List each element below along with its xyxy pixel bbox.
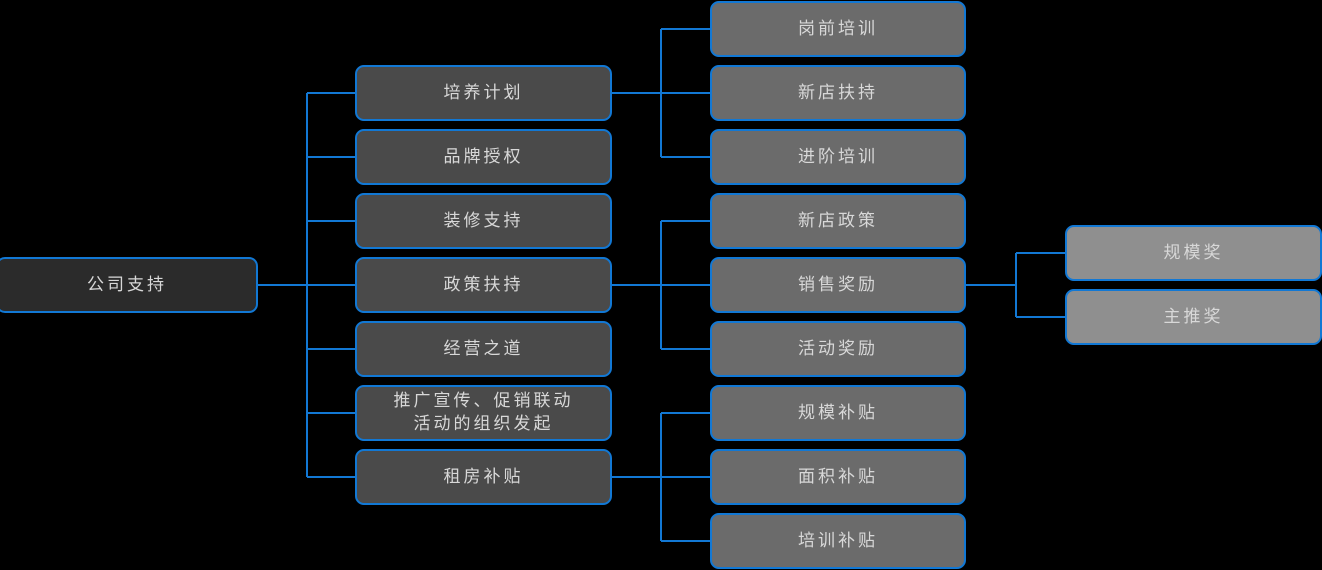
level3-node[interactable]: 规模奖: [1065, 225, 1322, 281]
root-node[interactable]: 公司支持: [0, 257, 258, 313]
level2-node[interactable]: 新店政策: [710, 193, 966, 249]
level2-node[interactable]: 岗前培训: [710, 1, 966, 57]
level1-node[interactable]: 品牌授权: [355, 129, 612, 185]
level2-node[interactable]: 规模补贴: [710, 385, 966, 441]
level1-node[interactable]: 经营之道: [355, 321, 612, 377]
level2-node[interactable]: 进阶培训: [710, 129, 966, 185]
level1-node[interactable]: 装修支持: [355, 193, 612, 249]
level1-node[interactable]: 政策扶持: [355, 257, 612, 313]
xiaoshou-to-children: [966, 252, 1065, 318]
level2-node[interactable]: 面积补贴: [710, 449, 966, 505]
level1-node[interactable]: 培养计划: [355, 65, 612, 121]
zufang-to-children: [612, 412, 710, 542]
peiyang-to-children: [612, 28, 710, 158]
level2-node[interactable]: 销售奖励: [710, 257, 966, 313]
zhengce-to-children: [612, 220, 710, 350]
level3-node[interactable]: 主推奖: [1065, 289, 1322, 345]
level2-node[interactable]: 新店扶持: [710, 65, 966, 121]
level1-node[interactable]: 推广宣传、促销联动 活动的组织发起: [355, 385, 612, 441]
level2-node[interactable]: 活动奖励: [710, 321, 966, 377]
level2-node[interactable]: 培训补贴: [710, 513, 966, 569]
level1-node[interactable]: 租房补贴: [355, 449, 612, 505]
root-to-level1: [258, 92, 355, 478]
